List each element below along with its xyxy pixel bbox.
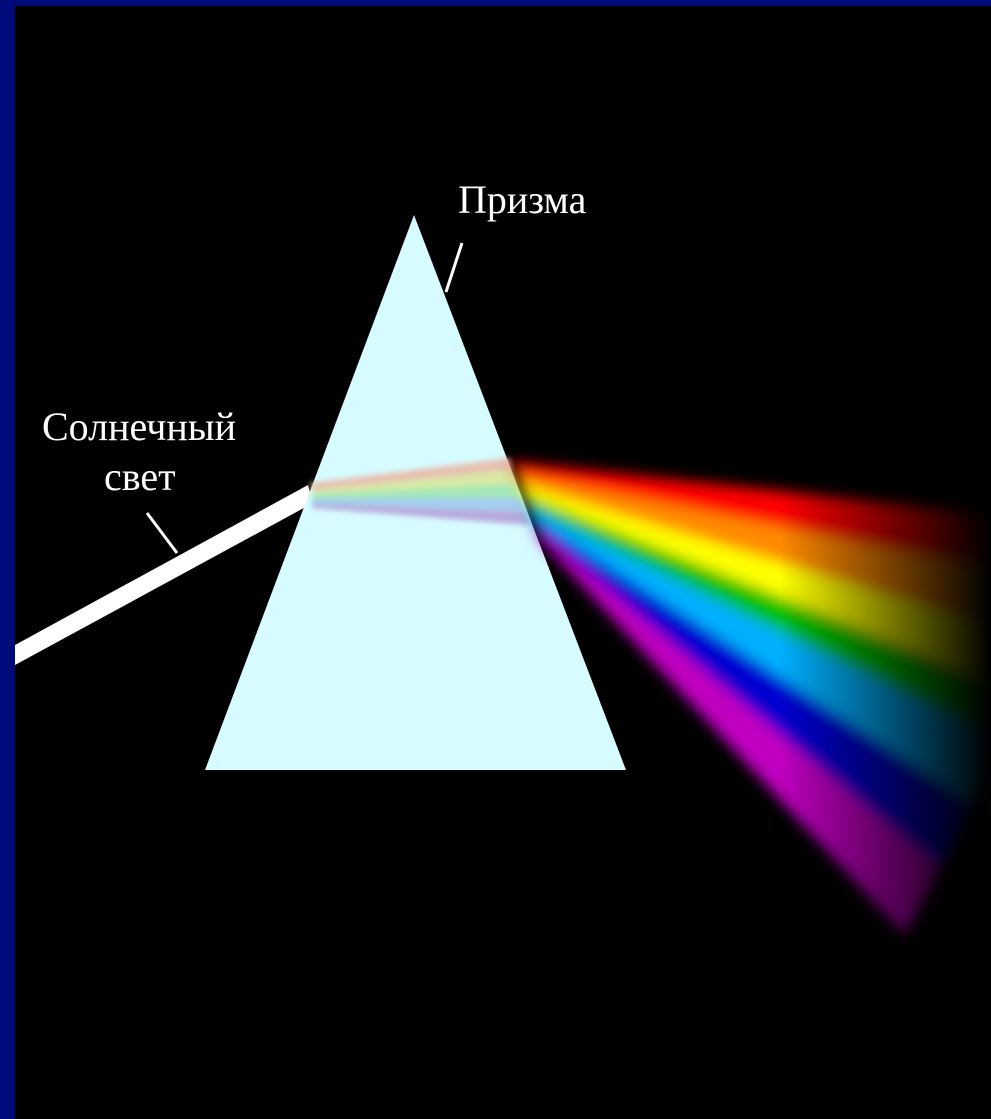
sunlight-label-line1: Солнечный <box>42 404 236 449</box>
sunlight-label-line2: свет <box>104 454 176 499</box>
sunlight-pointer-line <box>147 513 177 553</box>
prism-label: Призма <box>458 177 587 222</box>
prism-pointer-line <box>446 243 462 292</box>
